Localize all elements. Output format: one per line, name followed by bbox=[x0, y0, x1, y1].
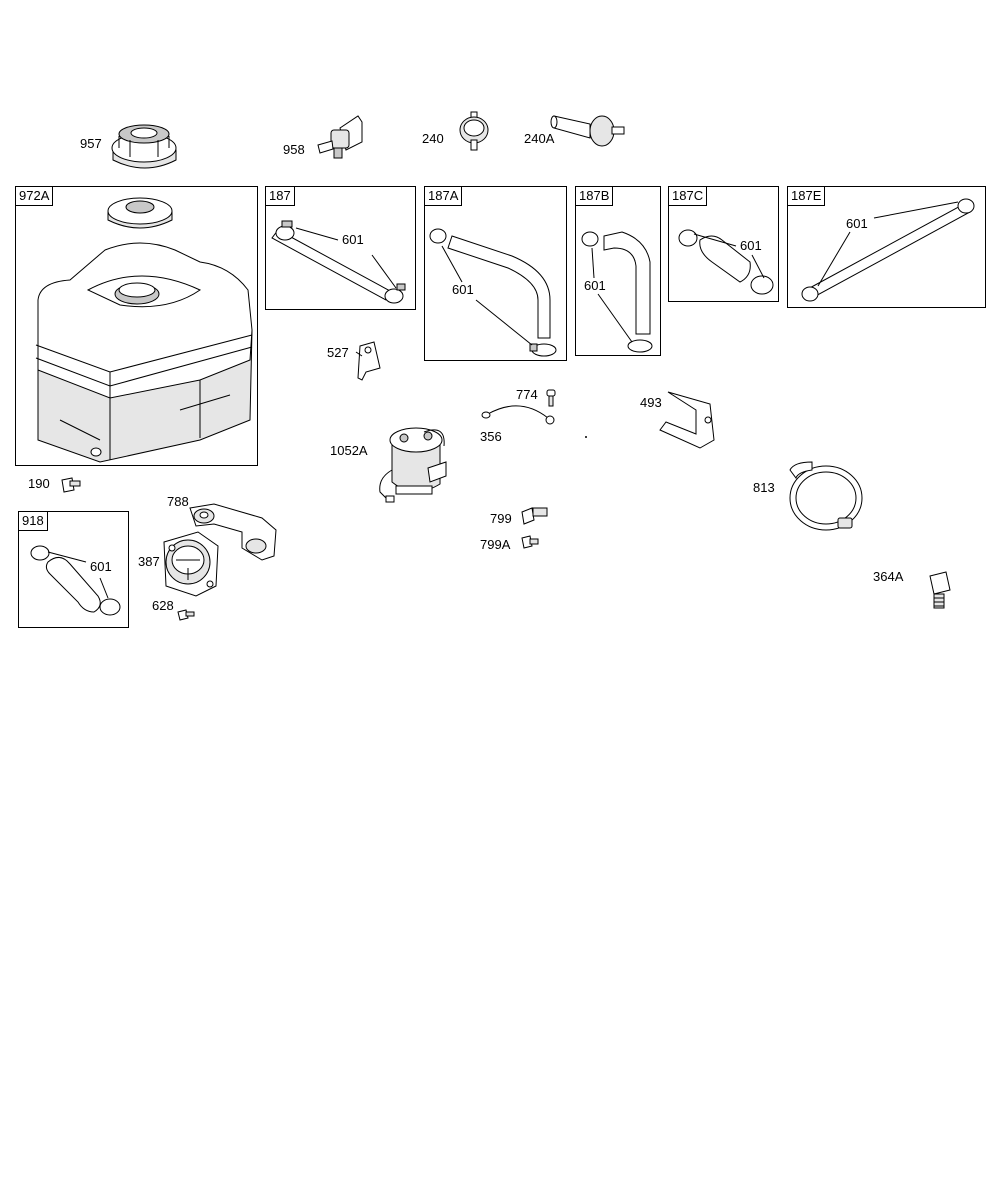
kit-tag-972A[interactable]: 972A bbox=[15, 186, 54, 206]
kit-box-972A: 972A bbox=[15, 186, 258, 466]
hose-kit-918-illustration[interactable] bbox=[30, 545, 121, 616]
fuel-line-187-illustration[interactable] bbox=[271, 220, 406, 304]
fuel-tank-972A-illustration[interactable] bbox=[35, 197, 253, 463]
ground-wire-356-illustration[interactable] bbox=[481, 405, 555, 425]
clip-527-illustration[interactable] bbox=[355, 341, 381, 381]
inline-filter-240A-illustration[interactable] bbox=[550, 115, 625, 147]
kit-tag-187B[interactable]: 187B bbox=[575, 186, 614, 206]
callout-527[interactable]: 527 bbox=[327, 345, 349, 360]
fuel-cap-957-illustration[interactable] bbox=[111, 124, 177, 169]
callout-958[interactable]: 958 bbox=[283, 142, 305, 157]
kit-box-187B: 187B bbox=[575, 186, 661, 356]
callout-387[interactable]: 387 bbox=[138, 554, 160, 569]
kit-tag-918[interactable]: 918 bbox=[18, 511, 48, 531]
callout-240[interactable]: 240 bbox=[422, 131, 444, 146]
callout-601-in-187B[interactable]: 601 bbox=[584, 278, 606, 293]
strap-clamp-813-illustration[interactable] bbox=[789, 461, 863, 531]
fuel-line-187A-illustration[interactable] bbox=[429, 228, 557, 357]
callout-601-in-187A[interactable]: 601 bbox=[452, 282, 474, 297]
kit-tag-187A[interactable]: 187A bbox=[424, 186, 463, 206]
fuel-filter-240-illustration[interactable] bbox=[459, 111, 489, 151]
screw-774-illustration[interactable] bbox=[546, 389, 556, 407]
callout-957[interactable]: 957 bbox=[80, 136, 102, 151]
kit-box-918: 918 bbox=[18, 511, 129, 628]
callout-799A[interactable]: 799A bbox=[480, 537, 511, 552]
stud-799-illustration[interactable] bbox=[521, 507, 548, 525]
screw-628-illustration[interactable] bbox=[177, 609, 195, 621]
kit-box-187A: 187A bbox=[424, 186, 567, 361]
fuel-valve-958-illustration[interactable] bbox=[317, 115, 363, 159]
screw-799A-illustration[interactable] bbox=[521, 535, 539, 549]
fuel-line-187C-illustration[interactable] bbox=[678, 229, 774, 295]
kit-box-187: 187 bbox=[265, 186, 416, 310]
kit-tag-187[interactable]: 187 bbox=[265, 186, 295, 206]
bracket-493-illustration[interactable] bbox=[585, 391, 715, 449]
callout-774[interactable]: 774 bbox=[516, 387, 538, 402]
callout-813[interactable]: 813 bbox=[753, 480, 775, 495]
callout-240A[interactable]: 240A bbox=[524, 131, 555, 146]
fuel-line-187B-illustration[interactable] bbox=[581, 231, 653, 353]
callout-356[interactable]: 356 bbox=[480, 429, 502, 444]
callout-364A[interactable]: 364A bbox=[873, 569, 904, 584]
callout-601-in-187E[interactable]: 601 bbox=[846, 216, 868, 231]
fuel-pump-387-illustration[interactable] bbox=[163, 531, 219, 597]
bracket-788-illustration[interactable] bbox=[189, 503, 277, 561]
bolt-190-illustration[interactable] bbox=[61, 477, 81, 493]
kit-box-187C: 187C bbox=[668, 186, 779, 302]
fuel-line-187E-illustration[interactable] bbox=[801, 198, 975, 302]
kit-box-187E: 187E bbox=[787, 186, 986, 308]
callout-1052A[interactable]: 1052A bbox=[330, 443, 368, 458]
callout-628[interactable]: 628 bbox=[152, 598, 174, 613]
solenoid-1052A-illustration[interactable] bbox=[379, 427, 447, 503]
callout-601-in-918[interactable]: 601 bbox=[90, 559, 112, 574]
callout-601-in-187C[interactable]: 601 bbox=[740, 238, 762, 253]
kit-tag-187E[interactable]: 187E bbox=[787, 186, 826, 206]
plug-364A-illustration[interactable] bbox=[929, 571, 951, 609]
callout-190[interactable]: 190 bbox=[28, 476, 50, 491]
callout-788[interactable]: 788 bbox=[167, 494, 189, 509]
kit-tag-187C[interactable]: 187C bbox=[668, 186, 708, 206]
callout-799[interactable]: 799 bbox=[490, 511, 512, 526]
callout-601-in-187[interactable]: 601 bbox=[342, 232, 364, 247]
callout-493[interactable]: 493 bbox=[640, 395, 662, 410]
